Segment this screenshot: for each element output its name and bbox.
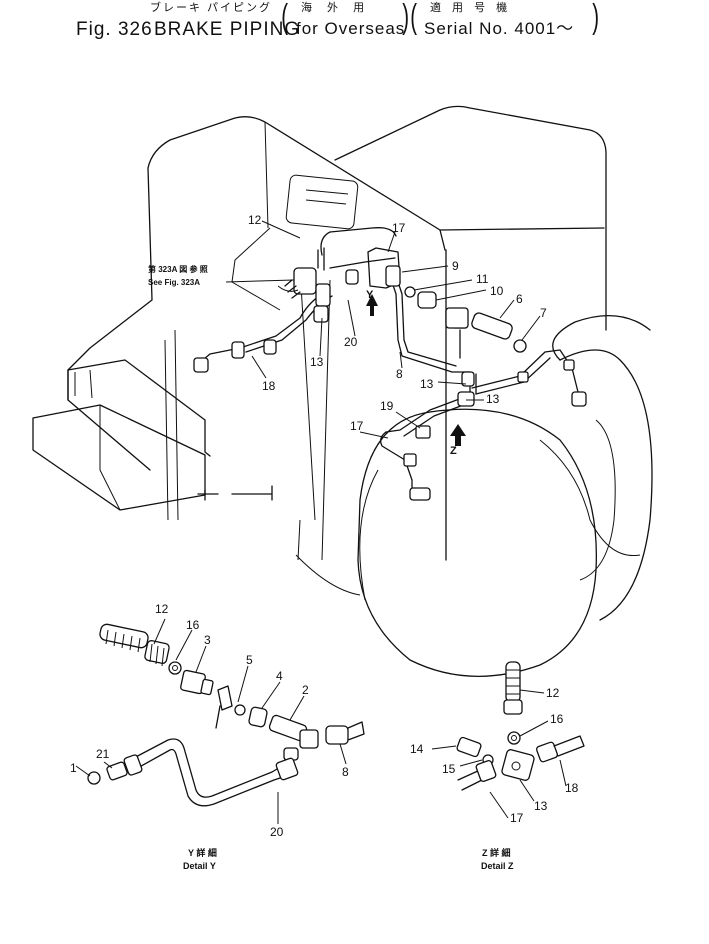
detail-y-callout-3: 3 — [204, 633, 211, 647]
detail-z-callout-18: 18 — [565, 781, 579, 795]
detail-z-callout-16: 16 — [550, 712, 564, 726]
paren-open-1: ( — [281, 0, 289, 36]
view-arrow-z-label: Z — [450, 445, 457, 457]
paren-close-2: ) — [592, 0, 600, 36]
detail-z-caption-jp: Z 詳 細 — [482, 848, 511, 858]
callout-10: 10 — [490, 284, 504, 298]
serial-english: Serial No. 4001～ — [424, 19, 575, 38]
callout-17: 17 — [392, 221, 406, 235]
detail-y-callout-2: 2 — [302, 683, 309, 697]
tires — [295, 314, 653, 677]
view-arrow-y — [366, 294, 378, 316]
detail-y-callout-16: 16 — [186, 618, 200, 632]
step-blocks — [32, 359, 273, 511]
callout-9: 9 — [452, 259, 459, 273]
title-japanese: ブレーキ パイピング — [150, 2, 273, 14]
callout-19: 19 — [380, 399, 394, 413]
callout-13-a: 13 — [310, 355, 324, 369]
callout-17-b: 17 — [350, 419, 364, 433]
callout-13-b: 13 — [420, 377, 434, 391]
variant-english: for Overseas — [296, 19, 406, 38]
reference-note-jp: 第 323A 図 参 照 — [148, 265, 208, 274]
detail-y-callout-21: 21 — [96, 747, 110, 761]
serial-japanese: 適 用 号 機 — [430, 2, 512, 14]
detail-z-callout-12: 12 — [546, 686, 560, 700]
detail-z-parts — [431, 661, 585, 819]
callout-11: 11 — [476, 272, 489, 286]
callout-18: 18 — [262, 379, 276, 393]
paren-open-2: ( — [410, 0, 418, 36]
detail-y-callout-8: 8 — [342, 765, 349, 779]
detail-y-callout-5: 5 — [246, 653, 253, 667]
callout-13-c: 13 — [486, 392, 500, 406]
detail-y-caption-jp: Y 詳 細 — [188, 848, 217, 858]
detail-y-caption-en: Detail Y — [183, 861, 216, 871]
detail-y-callout-12: 12 — [155, 602, 169, 616]
view-arrow-z — [450, 424, 466, 446]
detail-y-callout-20: 20 — [270, 825, 284, 839]
detail-z-caption-en: Detail Z — [481, 861, 514, 871]
detail-z-callout-14: 14 — [410, 742, 424, 756]
detail-z-callout-15: 15 — [442, 762, 456, 776]
paren-close-1: ) — [402, 0, 410, 36]
main-piping — [193, 220, 587, 501]
detail-y-parts — [75, 618, 365, 824]
view-arrow-y-label: Y — [366, 289, 374, 301]
callout-8: 8 — [396, 367, 403, 381]
figure-label: Fig. 326 — [76, 19, 153, 40]
reference-note-en: See Fig. 323A — [148, 278, 201, 287]
detail-y-callout-4: 4 — [276, 669, 283, 683]
cab-body-outline — [67, 105, 607, 561]
callout-6: 6 — [516, 292, 523, 306]
detail-z-callout-17: 17 — [510, 811, 524, 825]
callout-20: 20 — [344, 335, 358, 349]
detail-z-callout-13: 13 — [534, 799, 548, 813]
detail-y-callout-1: 1 — [70, 761, 77, 775]
callout-7: 7 — [540, 306, 547, 320]
variant-japanese: 海 外 用 — [301, 2, 371, 14]
title-english: BRAKE PIPING — [154, 19, 301, 40]
callout-12: 12 — [248, 213, 262, 227]
